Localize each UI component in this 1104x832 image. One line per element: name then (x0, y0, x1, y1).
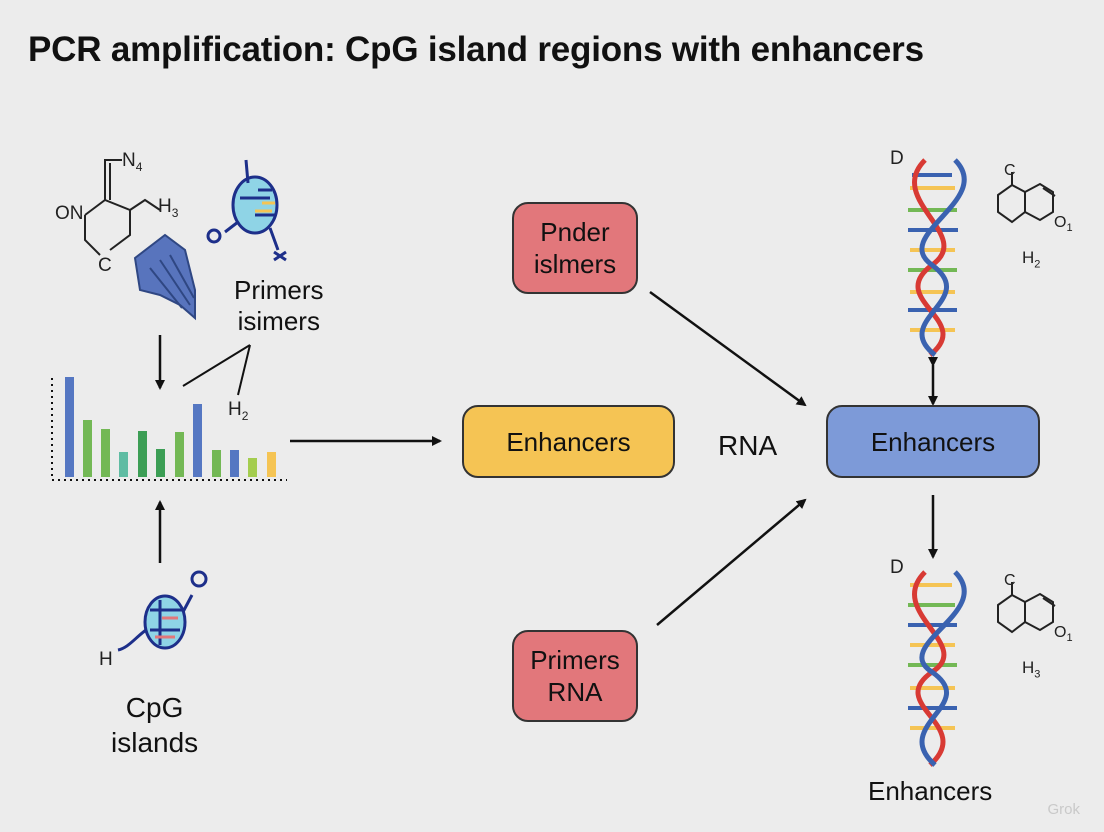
enhancers-bottom-label: Enhancers (868, 776, 993, 806)
ring-structure-icon (997, 582, 1056, 634)
amplification-bar-chart (51, 377, 287, 481)
chem-label: C (98, 255, 112, 276)
primer-cell-icon (206, 159, 287, 262)
chem-label: D (890, 557, 904, 578)
chem-label: H (99, 649, 113, 670)
enhancers-yellow-box: Enhancers (462, 405, 675, 478)
primers-label: Primers isimers (234, 275, 324, 336)
rna-label: RNA (718, 430, 778, 461)
chem-label: H2 (228, 399, 249, 423)
primer-pointer-lines (182, 344, 251, 396)
chem-label: C (1004, 572, 1016, 589)
bar (83, 420, 92, 477)
cpg-islands-label: CpG islands (111, 692, 199, 758)
watermark: Grok (1047, 801, 1080, 818)
bar (230, 450, 239, 477)
arrow-primers-to-enhancers (656, 498, 807, 626)
chem-label: O1 (1054, 624, 1073, 645)
dna-helix-icon (908, 570, 967, 767)
page-title: PCR amplification: CpG island regions wi… (28, 30, 924, 69)
bar (138, 431, 147, 477)
bar (175, 432, 184, 477)
probe-crystal-icon (133, 233, 196, 321)
ring-structure-icon (997, 172, 1056, 224)
molecule-structure-icon (84, 159, 161, 256)
bar (267, 452, 276, 477)
chem-label: H3 (158, 196, 179, 220)
chem-label: ON (55, 203, 84, 224)
flow-arrows (155, 290, 938, 626)
chem-label: O1 (1054, 214, 1073, 235)
bar (156, 449, 165, 477)
chem-label: H2 (1022, 248, 1041, 271)
chem-label: D (890, 148, 904, 169)
chem-label: H3 (1022, 658, 1041, 681)
bar (212, 450, 221, 477)
bar (65, 377, 74, 477)
arrow-pnder-to-enhancers (649, 290, 807, 407)
chem-label: C (1004, 162, 1016, 179)
enhancers-blue-box: Enhancers (826, 405, 1040, 478)
bar (193, 404, 202, 477)
bar (119, 452, 128, 477)
chem-label: N4 (122, 150, 143, 174)
bar (101, 429, 110, 477)
dna-helix-icon (908, 158, 967, 357)
bar (248, 458, 257, 477)
cpg-cell-icon (117, 570, 208, 652)
